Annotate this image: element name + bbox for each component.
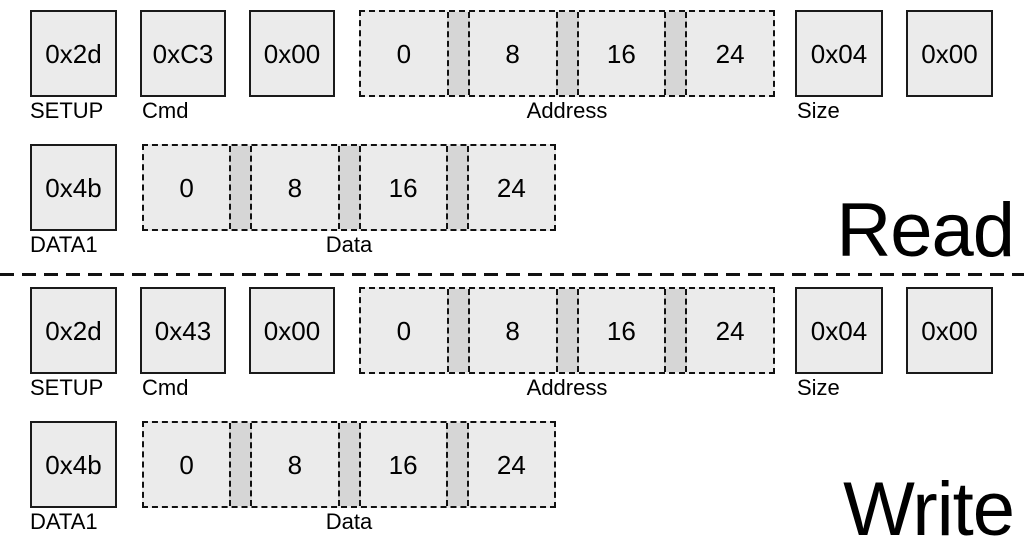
byte-separator-strip <box>229 423 253 506</box>
write-cmd-box: 0x43 <box>140 287 226 374</box>
read-cmd-value: 0xC3 <box>152 38 214 69</box>
read-address-cell-16: 16 <box>579 12 665 95</box>
byte-separator-strip <box>445 146 469 229</box>
read-size-value: 0x04 <box>810 38 868 69</box>
read-byte3-box: 0x00 <box>249 10 335 97</box>
write-data-cell-0: 0 <box>144 423 229 506</box>
write-data1-box: 0x4b <box>30 421 117 508</box>
read-setup-label: SETUP <box>30 98 104 123</box>
read-data1-value: 0x4b <box>45 172 102 203</box>
read-address-cell-8-value: 8 <box>505 38 520 69</box>
read-data-cell-16-value: 16 <box>388 172 418 203</box>
write-address-label: Address <box>526 375 608 400</box>
read-data-cell-24-value: 24 <box>496 172 526 203</box>
byte-separator-strip <box>445 423 469 506</box>
byte-separator-strip <box>337 146 361 229</box>
read-setup-value: 0x2d <box>45 38 102 69</box>
write-size-label: Size <box>797 375 840 400</box>
write-data-cell-16: 16 <box>361 423 446 506</box>
write-setup-label: SETUP <box>30 375 104 400</box>
read-byte6-value: 0x00 <box>921 38 978 69</box>
read-address-cell-8: 8 <box>470 12 556 95</box>
write-setup-value: 0x2d <box>45 315 102 346</box>
write-address-group: 0 8 16 24 <box>359 287 775 374</box>
write-size-value: 0x04 <box>810 315 868 346</box>
write-data-cell-8: 8 <box>252 423 337 506</box>
read-size-label: Size <box>797 98 840 123</box>
write-size-box: 0x04 <box>795 287 883 374</box>
read-data-cell-0: 0 <box>144 146 229 229</box>
write-data1-value: 0x4b <box>45 449 102 480</box>
read-address-label: Address <box>526 98 608 123</box>
write-setup-box: 0x2d <box>30 287 117 374</box>
write-data1-label: DATA1 <box>30 509 98 534</box>
read-data-cell-16: 16 <box>361 146 446 229</box>
read-data-label: Data <box>325 232 373 257</box>
read-data-cell-24: 24 <box>469 146 554 229</box>
byte-separator-strip <box>664 12 688 95</box>
byte-separator-strip <box>555 289 579 372</box>
read-data-cell-0-value: 0 <box>179 172 194 203</box>
byte-separator-strip <box>446 289 470 372</box>
byte-separator-strip <box>664 289 688 372</box>
write-data-group: 0 8 16 24 <box>142 421 556 508</box>
write-byte3-value: 0x00 <box>263 315 321 346</box>
read-cmd-label: Cmd <box>142 98 189 123</box>
write-address-cell-16: 16 <box>579 289 665 372</box>
read-cmd-box: 0xC3 <box>140 10 226 97</box>
read-data-cell-8-value: 8 <box>287 172 303 203</box>
byte-separator-strip <box>555 12 579 95</box>
read-address-cell-0-value: 0 <box>396 38 412 69</box>
section-divider-dashed-line <box>0 273 1024 276</box>
read-setup-box: 0x2d <box>30 10 117 97</box>
write-data-cell-24-value: 24 <box>496 449 526 480</box>
byte-separator-strip <box>446 12 470 95</box>
write-byte6-value: 0x00 <box>921 315 978 346</box>
write-address-cell-24-value: 24 <box>715 315 745 346</box>
write-byte6-box: 0x00 <box>906 287 993 374</box>
byte-separator-strip <box>229 146 253 229</box>
write-address-cell-16-value: 16 <box>606 315 636 346</box>
read-address-cell-24-value: 24 <box>715 38 745 69</box>
write-address-cell-0-value: 0 <box>396 315 412 346</box>
read-address-cell-24: 24 <box>687 12 773 95</box>
write-address-cell-8: 8 <box>470 289 556 372</box>
byte-separator-strip <box>337 423 361 506</box>
read-data-group: 0 8 16 24 <box>142 144 556 231</box>
write-byte3-box: 0x00 <box>249 287 335 374</box>
write-cmd-value: 0x43 <box>154 315 212 346</box>
read-data1-label: DATA1 <box>30 232 98 257</box>
read-byte6-box: 0x00 <box>906 10 993 97</box>
write-data-cell-0-value: 0 <box>179 449 194 480</box>
read-address-cell-0: 0 <box>361 12 447 95</box>
read-size-box: 0x04 <box>795 10 883 97</box>
write-address-cell-0: 0 <box>361 289 447 372</box>
read-data-cell-8: 8 <box>252 146 337 229</box>
read-byte3-value: 0x00 <box>263 38 321 69</box>
read-data1-box: 0x4b <box>30 144 117 231</box>
read-address-group: 0 8 16 24 <box>359 10 775 97</box>
write-data-cell-16-value: 16 <box>388 449 418 480</box>
write-data-cell-8-value: 8 <box>287 449 303 480</box>
write-section: 0x2d 0x43 0x00 0 8 16 24 0x04 0x00 SETUP… <box>0 277 1024 550</box>
write-address-cell-24: 24 <box>687 289 773 372</box>
read-section: 0x2d 0xC3 0x00 0 8 16 24 0x04 0x00 SETUP… <box>0 0 1024 273</box>
write-section-title: Write <box>843 467 1015 550</box>
write-data-cell-24: 24 <box>469 423 554 506</box>
read-section-title: Read <box>836 188 1015 273</box>
write-cmd-label: Cmd <box>142 375 189 400</box>
write-address-cell-8-value: 8 <box>505 315 520 346</box>
write-data-label: Data <box>325 509 373 534</box>
read-address-cell-16-value: 16 <box>606 38 636 69</box>
